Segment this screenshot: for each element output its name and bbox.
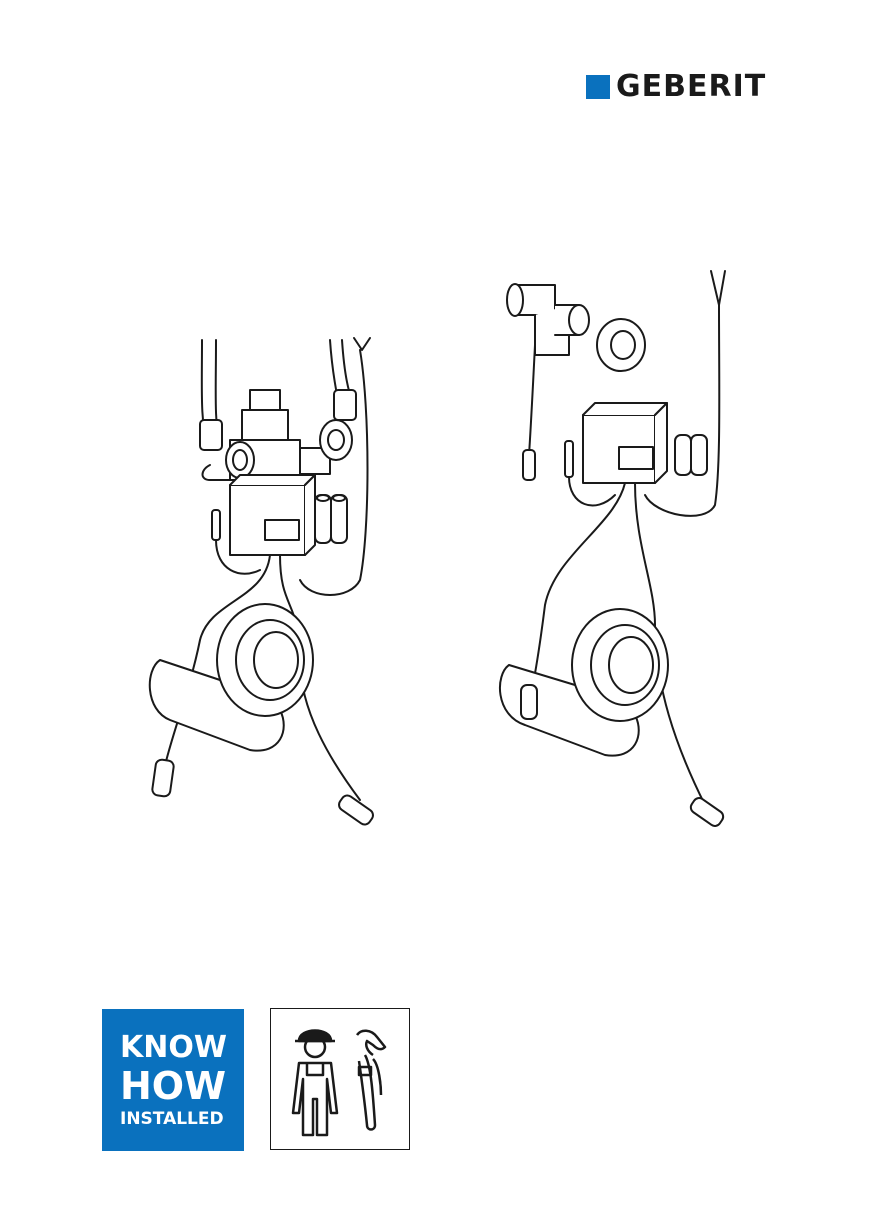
badge-line-1: KNOW	[120, 1033, 227, 1063]
installer-person-icon	[285, 1021, 345, 1139]
badge-line-2: HOW	[120, 1067, 226, 1105]
pipe-wrench-icon	[351, 1025, 395, 1135]
installer-pictogram	[270, 1008, 410, 1150]
right-product-illustration	[495, 265, 755, 835]
badge-line-3: INSTALLED	[120, 1111, 224, 1128]
left-product-illustration	[130, 330, 390, 830]
geberit-logo: GEBERIT	[586, 72, 766, 102]
know-how-installed-badge: KNOW HOW INSTALLED	[102, 1009, 244, 1151]
logo-square	[586, 75, 610, 99]
logo-text: GEBERIT	[616, 72, 766, 102]
